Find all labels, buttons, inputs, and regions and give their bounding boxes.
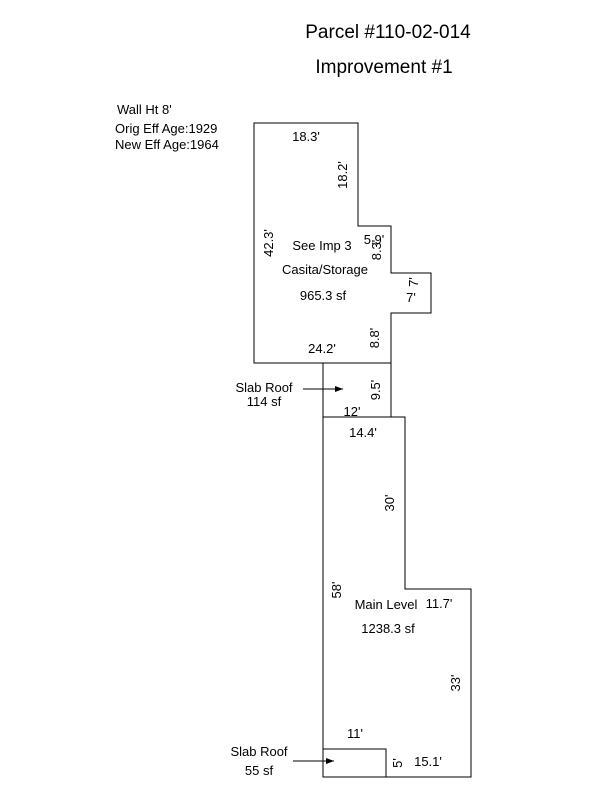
orig-eff-age-text: Orig Eff Age:1929 [115, 121, 217, 136]
casita-top-dim: 18.3' [292, 129, 320, 144]
main-step-dim: 11.7' [426, 596, 453, 611]
new-eff-age-text: New Eff Age:1964 [115, 137, 219, 152]
casita-lower-right-dim: 8.8' [367, 328, 382, 349]
casita-bump-depth-dim: 7' [406, 290, 416, 305]
slab-roof-1-side-dim: 9.5' [368, 380, 383, 401]
improvement-title: Improvement #1 [315, 57, 452, 78]
casita-left-dim: 42.3' [261, 229, 276, 257]
main-upper-right-dim: 30' [382, 495, 397, 512]
main-bottom-dim: 15.1' [414, 754, 442, 769]
casita-notch-top-dim: 5.9' [364, 232, 385, 247]
casita-name-label: Casita/Storage [282, 262, 368, 277]
main-level-area-label: 1238.3 sf [361, 621, 415, 636]
slab-roof-2-label: Slab Roof [230, 744, 287, 759]
slab-roof-2-outline [323, 748, 387, 777]
slab-roof-2-top-dim: 11' [347, 726, 363, 741]
parcel-title: Parcel #110-02-014 [305, 22, 471, 43]
slab-roof-2-area: 55 sf [245, 763, 274, 778]
main-level-name-label: Main Level [355, 597, 418, 612]
main-lower-right-dim: 33' [448, 675, 463, 692]
casita-bump-side-dim: 7' [406, 277, 421, 287]
wall-height-text: Wall Ht 8' [117, 102, 172, 117]
slab-roof-1-label: Slab Roof [235, 380, 292, 395]
main-top-dim: 14.4' [349, 425, 377, 440]
main-left-dim: 58' [329, 582, 344, 599]
casita-bottom-dim: 24.2' [308, 341, 336, 356]
casita-area-label: 965.3 sf [300, 288, 347, 303]
main-level-outline [322, 416, 472, 778]
slab-roof-1-bottom-dim: 12' [344, 404, 361, 419]
casita-see-imp-label: See Imp 3 [292, 238, 351, 253]
casita-notch-side-dim: 8.3' [369, 240, 384, 261]
slab-roof-2-side-dim: 5' [390, 758, 405, 768]
casita-upper-right-dim: 18.2' [335, 161, 350, 189]
slab-roof-1-area: 114 sf [247, 394, 282, 409]
